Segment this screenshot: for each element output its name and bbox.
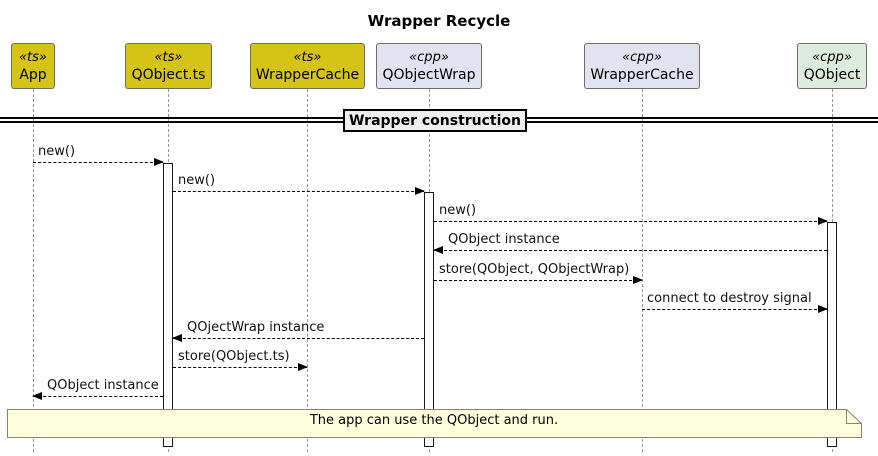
participant-name: QObjectWrap [382, 66, 476, 83]
participant-box-qobject: «cpp» QObject [797, 43, 867, 89]
participant-name: WrapperCache [255, 66, 360, 83]
participant-box-qobjectwrap: «cpp» QObjectWrap [376, 43, 482, 89]
message-connect-destroy-signal: connect to destroy signal [642, 291, 828, 313]
arrowhead-right-icon [415, 187, 425, 195]
participant-name: QObject [803, 66, 861, 83]
message-label: new() [439, 203, 477, 218]
arrowhead-left-icon [172, 334, 182, 342]
message-label: QOjectWrap instance [187, 320, 325, 335]
arrowhead-left-icon [32, 392, 42, 400]
stereotype-label: «ts» [19, 49, 47, 65]
message-label: QObject instance [47, 378, 159, 393]
activation-qobject-ts [163, 163, 173, 447]
arrowhead-right-icon [818, 217, 828, 225]
message-qojectwrap-instance-return: QOjectWrap instance [172, 320, 424, 342]
message-label: QObject instance [448, 232, 560, 247]
participant-box-app: «ts» App [11, 43, 55, 89]
stereotype-label: «cpp» [409, 49, 449, 65]
divider-label-box: Wrapper construction [343, 109, 527, 132]
stereotype-label: «ts» [293, 49, 322, 65]
divider-label: Wrapper construction [348, 112, 522, 129]
arrowhead-right-icon [818, 305, 828, 313]
message-line [434, 250, 827, 251]
message-qobject-instance-to-app: QObject instance [32, 378, 163, 400]
message-line [434, 221, 827, 222]
participant-name: WrapperCache [590, 66, 694, 83]
message-store-qobject-qobjectwrap: store(QObject, QObjectWrap) [434, 262, 643, 284]
participant-name: QObject.ts [131, 66, 206, 83]
message-new-app-to-qobject-ts: new() [33, 144, 164, 166]
activation-qobjectwrap [424, 192, 434, 447]
arrowhead-right-icon [298, 363, 308, 371]
note-shape [7, 409, 862, 438]
message-store-qobject-ts: store(QObject.ts) [173, 349, 308, 371]
participant-box-qobject-ts: «ts» QObject.ts [125, 43, 212, 89]
message-line [173, 367, 307, 368]
lifeline-wrappercache-cpp [642, 89, 643, 452]
message-line [173, 191, 424, 192]
arrowhead-right-icon [154, 158, 164, 166]
message-label: connect to destroy signal [647, 291, 812, 306]
stereotype-label: «ts» [154, 49, 183, 65]
message-new-qobjectwrap-to-qobject: new() [434, 203, 828, 225]
lifeline-app [33, 89, 34, 452]
message-qobject-instance-return: QObject instance [433, 232, 827, 254]
lifeline-wrappercache-ts [307, 89, 308, 452]
message-line [434, 280, 642, 281]
message-label: store(QObject, QObjectWrap) [439, 262, 630, 277]
message-label: store(QObject.ts) [178, 349, 290, 364]
message-line [173, 338, 424, 339]
diagram-title: Wrapper Recycle [367, 12, 511, 30]
message-label: new() [178, 173, 216, 188]
stereotype-label: «cpp» [622, 49, 662, 65]
participant-box-wrappercache-cpp: «cpp» WrapperCache [584, 43, 700, 89]
note-text: The app can use the QObject and run. [309, 413, 559, 428]
stereotype-label: «cpp» [812, 49, 852, 65]
participant-box-wrappercache-ts: «ts» WrapperCache [250, 43, 365, 89]
message-line [33, 162, 163, 163]
arrowhead-left-icon [433, 246, 443, 254]
message-line [642, 309, 827, 310]
arrowhead-right-icon [633, 276, 643, 284]
message-new-qobject-ts-to-qobjectwrap: new() [173, 173, 425, 195]
note-fold-icon [846, 409, 862, 424]
participant-name: App [19, 66, 47, 83]
message-label: new() [38, 144, 76, 159]
message-line [33, 396, 163, 397]
note-body [7, 409, 862, 438]
activation-qobject [827, 222, 837, 447]
